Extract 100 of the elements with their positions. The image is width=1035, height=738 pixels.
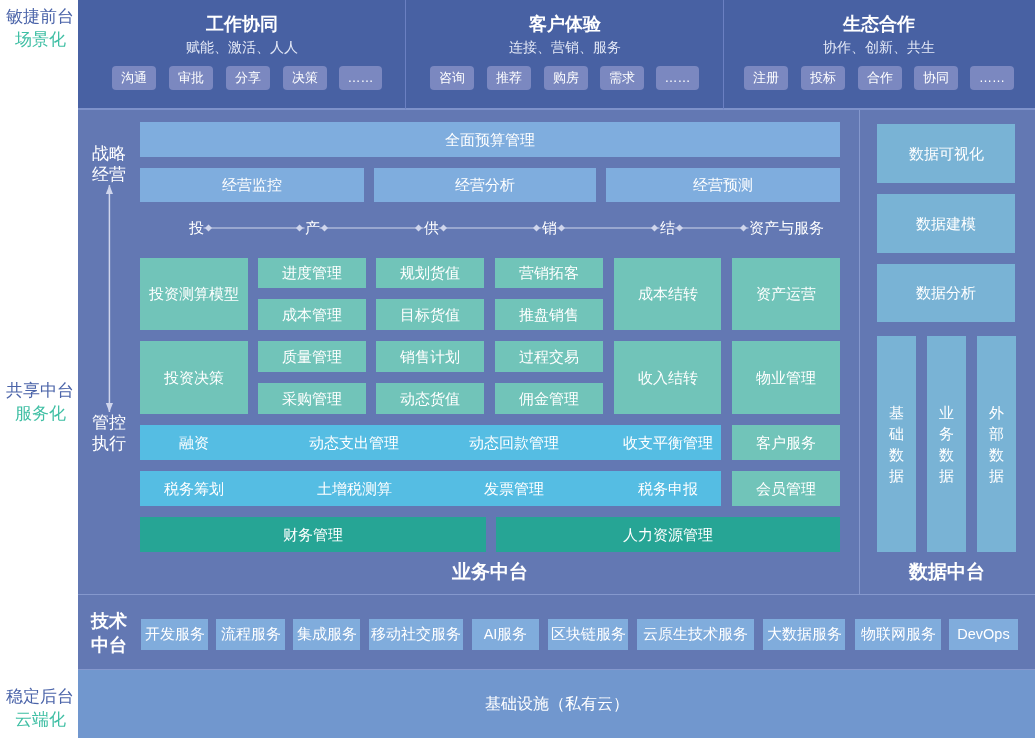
module-box: 经营分析	[374, 168, 596, 202]
service-tag: DevOps	[949, 619, 1018, 650]
module-box: 质量管理	[258, 341, 366, 372]
module-box: 数据可视化	[877, 124, 1015, 183]
module-box: 销售计划	[376, 341, 484, 372]
service-tag: 云原生技术服务	[637, 619, 754, 650]
service-tag: AI服务	[472, 619, 539, 650]
section-panel	[78, 0, 406, 110]
section-subtitle: 协作、创新、共生	[823, 39, 935, 57]
module-label: 税务筹划	[164, 479, 224, 498]
module-box: 基础数据	[877, 336, 916, 552]
module-box: 收入结转	[614, 341, 721, 414]
module-box: 财务管理	[140, 517, 486, 552]
feature-tag: 分享	[226, 66, 270, 90]
module-box: 经营预测	[606, 168, 840, 202]
stage-label: 销	[541, 219, 557, 237]
feature-tag: 决策	[283, 66, 327, 90]
module-box: 目标货值	[376, 299, 484, 330]
section-panel	[860, 110, 1035, 595]
section-subtitle: 连接、营销、服务	[509, 39, 621, 57]
service-tag: 区块链服务	[548, 619, 628, 650]
connector-line	[673, 224, 750, 232]
module-box: 物业管理	[732, 341, 840, 414]
feature-tag: 需求	[600, 66, 644, 90]
section-title: 业务中台	[452, 560, 528, 584]
feature-tag: 购房	[544, 66, 588, 90]
module-box: 营销拓客	[495, 258, 603, 288]
connector-line	[437, 224, 543, 232]
section-panel	[78, 595, 1035, 670]
feature-tag: ……	[970, 66, 1014, 90]
stage-label: 投	[188, 219, 204, 237]
level-label: 管控执行	[92, 412, 127, 454]
stage-label: 供	[423, 219, 439, 237]
layer-label: 场景化	[14, 29, 66, 51]
section-title: 客户体验	[529, 14, 601, 36]
level-label: 战略经营	[92, 143, 127, 185]
module-bar	[140, 471, 721, 506]
module-box: 进度管理	[258, 258, 366, 288]
feature-tag: 合作	[858, 66, 902, 90]
module-box: 推盘销售	[495, 299, 603, 330]
section-subtitle: 赋能、激活、人人	[186, 39, 298, 57]
layer-label: 云端化	[14, 709, 66, 731]
module-box: 会员管理	[732, 471, 840, 506]
module-label: 融资	[179, 433, 209, 452]
section-panel	[406, 0, 724, 110]
stage-label: 资产与服务	[748, 219, 824, 237]
module-box: 数据建模	[877, 194, 1015, 253]
module-box: 外部数据	[977, 336, 1016, 552]
connector-line	[202, 224, 306, 232]
service-tag: 大数据服务	[763, 619, 845, 650]
module-box: 投资决策	[140, 341, 248, 414]
module-box: 采购管理	[258, 383, 366, 414]
service-tag: 开发服务	[141, 619, 208, 650]
feature-tag: 注册	[744, 66, 788, 90]
module-box: 资产运营	[732, 258, 840, 330]
module-box: 业务数据	[927, 336, 966, 552]
service-tag: 物联网服务	[855, 619, 941, 650]
module-box: 过程交易	[495, 341, 603, 372]
feature-tag: 沟通	[112, 66, 156, 90]
module-box: 成本结转	[614, 258, 721, 330]
feature-tag: 审批	[169, 66, 213, 90]
module-box: 成本管理	[258, 299, 366, 330]
layer-label: 服务化	[14, 403, 66, 425]
layer-band: 基础设施（私有云）	[78, 670, 1035, 738]
module-label: 收支平衡管理	[623, 433, 713, 452]
module-box: 佣金管理	[495, 383, 603, 414]
feature-tag: ……	[656, 66, 699, 90]
module-box: 投资测算模型	[140, 258, 248, 330]
double-arrow	[105, 184, 113, 413]
section-panel	[78, 110, 860, 595]
module-box: 客户服务	[732, 425, 840, 460]
service-tag: 移动社交服务	[369, 619, 463, 650]
connector-line	[555, 224, 661, 232]
module-label: 发票管理	[484, 479, 544, 498]
module-label: 动态支出管理	[309, 433, 399, 452]
module-bar	[140, 425, 721, 460]
module-box: 人力资源管理	[496, 517, 840, 552]
connector-line	[318, 224, 425, 232]
layer-label: 稳定后台	[6, 686, 74, 708]
feature-tag: 咨询	[430, 66, 474, 90]
service-tag: 集成服务	[293, 619, 360, 650]
section-title: 技术中台	[90, 610, 128, 657]
feature-tag: 协同	[914, 66, 958, 90]
module-box: 规划货值	[376, 258, 484, 288]
module-box: 动态货值	[376, 383, 484, 414]
module-box: 经营监控	[140, 168, 364, 202]
module-label: 土增税测算	[316, 479, 392, 498]
stage-label: 产	[304, 219, 320, 237]
layer-label: 共享中台	[6, 380, 74, 402]
module-label: 动态回款管理	[469, 433, 559, 452]
feature-tag: 投标	[801, 66, 845, 90]
section-title: 数据中台	[909, 560, 985, 584]
module-label: 税务申报	[638, 479, 698, 498]
module-box: 全面预算管理	[140, 122, 840, 157]
section-title: 工作协同	[206, 14, 278, 36]
stage-label: 结	[659, 219, 675, 237]
module-box: 数据分析	[877, 264, 1015, 322]
section-panel	[724, 0, 1035, 110]
feature-tag: ……	[339, 66, 382, 90]
layer-label: 敏捷前台	[6, 6, 74, 28]
